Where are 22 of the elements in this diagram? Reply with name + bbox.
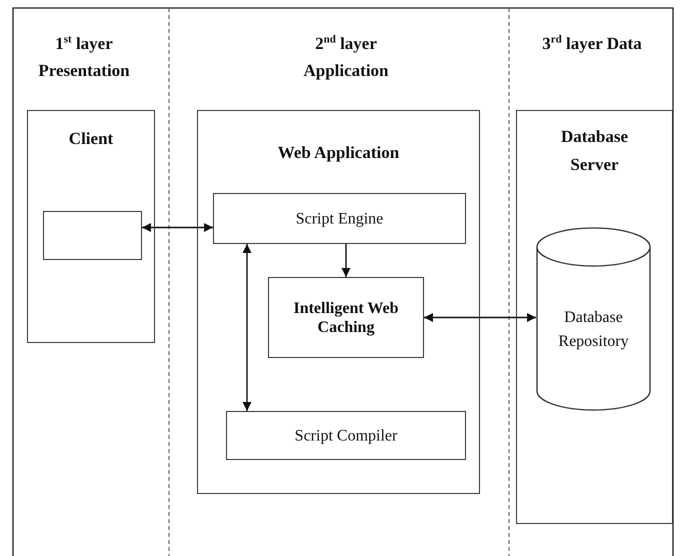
panel-heading: Client <box>68 128 114 150</box>
component-box <box>43 211 142 260</box>
client-panel <box>27 110 155 343</box>
application-panel <box>197 110 480 494</box>
script-engine-box <box>213 193 466 244</box>
box-label: Script Engine <box>294 208 384 228</box>
panel-heading: Database Server <box>560 126 630 176</box>
layer-heading: 3$^{rd}$ layer Data <box>541 32 643 55</box>
arrow <box>242 244 252 411</box>
arrow <box>342 244 350 277</box>
database-cylinder <box>536 227 651 411</box>
arrow <box>142 223 213 232</box>
script-compiler-box <box>226 411 466 460</box>
box-label: Database Repository <box>557 308 630 352</box>
layer-heading: 2$^{nd}$ layer Application <box>302 32 390 82</box>
caching-box <box>268 277 424 358</box>
layer-heading: 1$^{st}$ layer Presentation <box>37 32 131 82</box>
arrow <box>424 313 536 322</box>
server-panel <box>516 110 673 524</box>
box-label: Intelligent Web Caching <box>292 298 400 337</box>
panel-heading: Web Application <box>276 142 400 164</box>
box-label: Script Compiler <box>294 426 398 446</box>
